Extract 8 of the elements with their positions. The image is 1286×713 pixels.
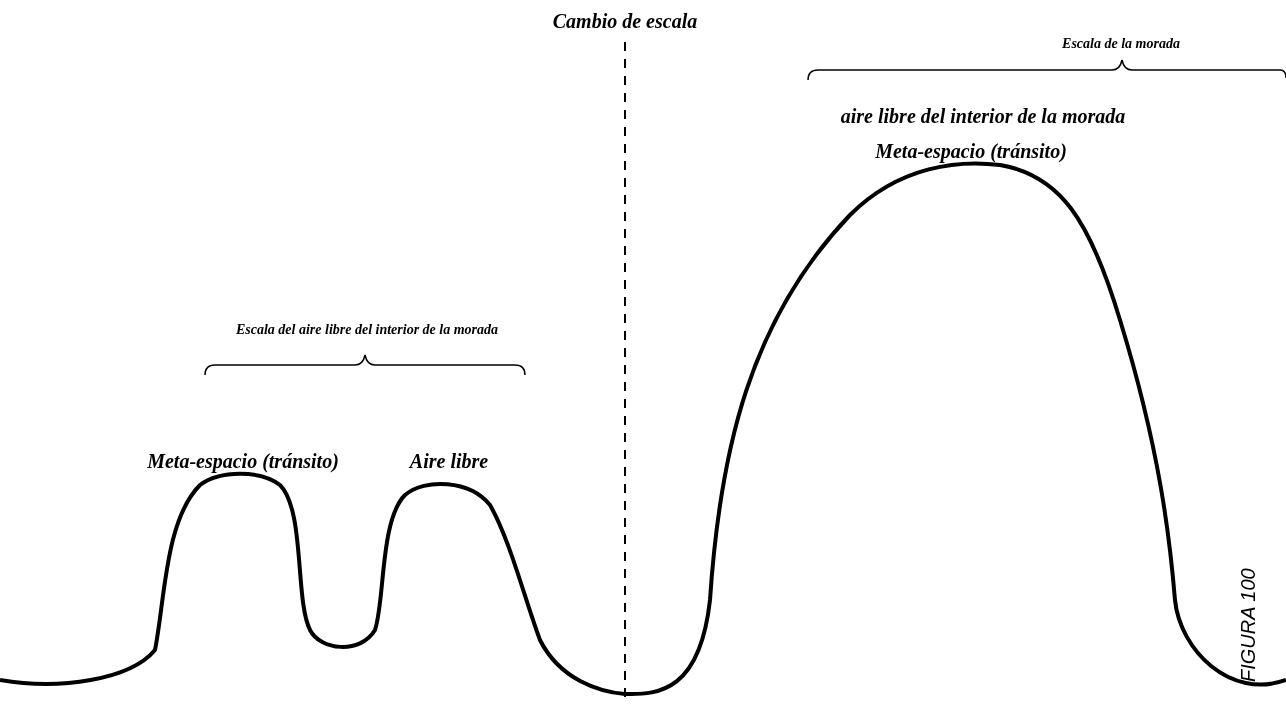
area-label: Aire libre [409,450,489,472]
heading: Cambio de escala [552,10,698,32]
area-label: aire libre del interior de la morada [840,105,1126,127]
scale-label: Escala del aire libre del interior de la morada [235,322,499,338]
area-label: Meta-espacio (tránsito) [875,140,1067,162]
area-label: Meta-espacio (tránsito) [147,450,339,472]
figure-caption: FIGURA 100 [1238,568,1258,682]
scale-label: Escala de la morada [1062,36,1180,52]
